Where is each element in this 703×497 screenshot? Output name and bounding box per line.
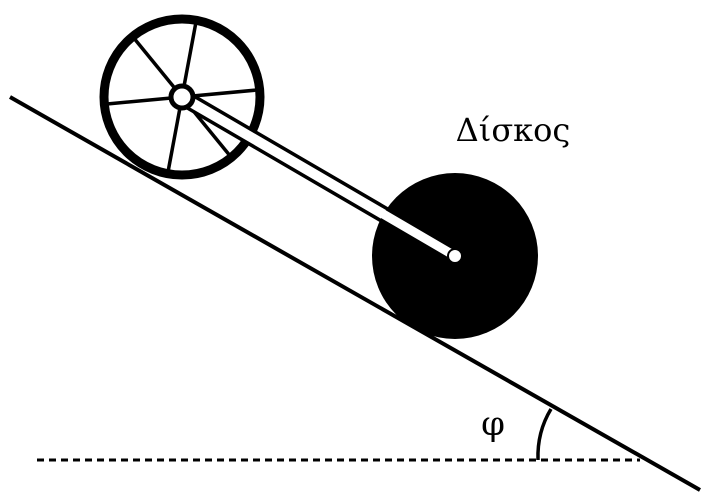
rod-fill-over-disk <box>373 206 460 261</box>
angle-label: φ <box>481 404 505 444</box>
wheel-axle <box>168 83 196 111</box>
disk-axle <box>447 248 463 264</box>
angle-arc <box>536 408 553 461</box>
disk-label: Δίσκος <box>456 111 571 149</box>
inclined-plane <box>9 95 701 492</box>
wheel-rim <box>99 14 265 180</box>
